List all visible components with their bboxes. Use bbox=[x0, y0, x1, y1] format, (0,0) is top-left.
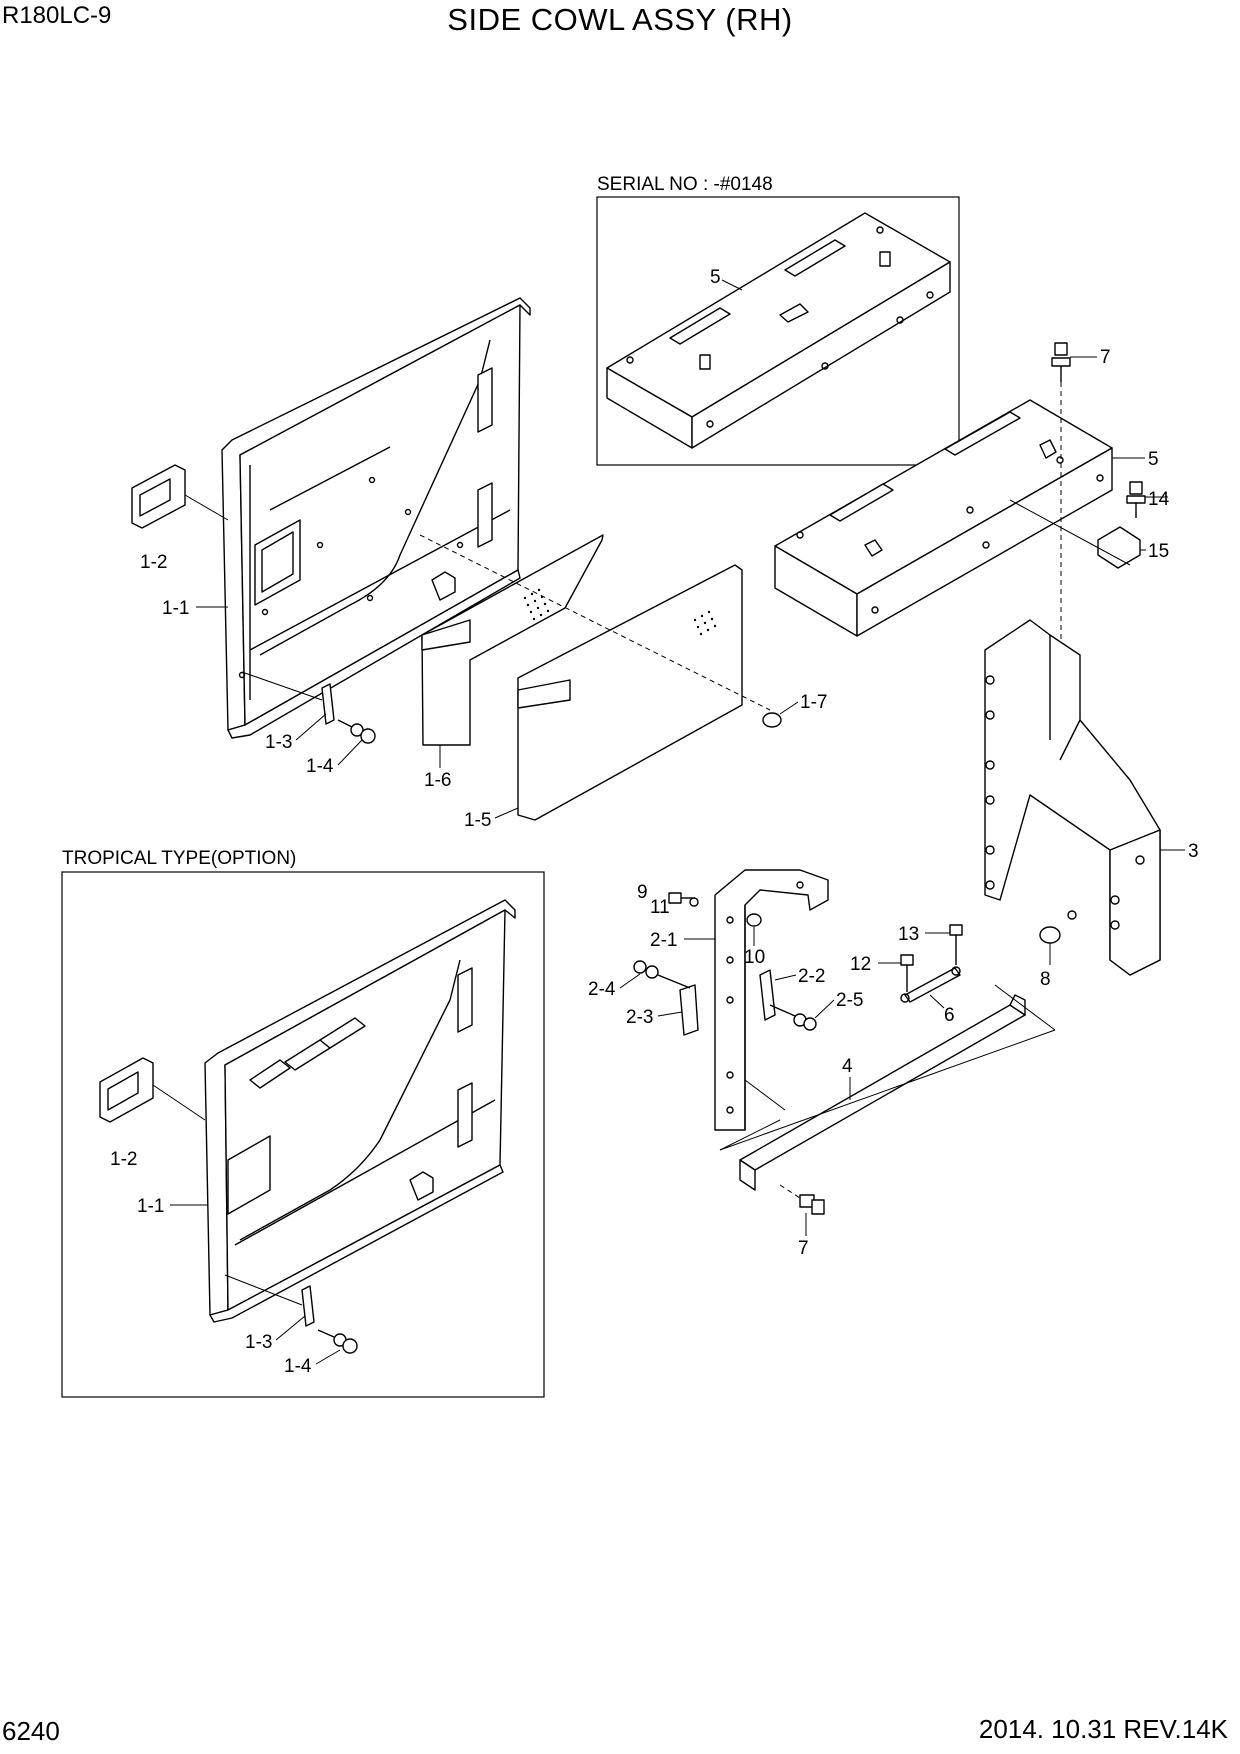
serial-variant-box: SERIAL NO : -#0148 bbox=[596, 174, 960, 466]
bolt-13 bbox=[949, 924, 963, 965]
callout-12: 12 bbox=[850, 954, 871, 975]
callout-3: 3 bbox=[1188, 841, 1199, 862]
callout-1-2-tropical: 1-2 bbox=[110, 1149, 137, 1170]
callout-1-1: 1-1 bbox=[162, 598, 189, 619]
bolt-1-4-tropical bbox=[317, 1329, 358, 1354]
page-number: 6240 bbox=[2, 1716, 60, 1746]
tropical-box-title: TROPICAL TYPE(OPTION) bbox=[62, 848, 296, 869]
tropical-variant-box: TROPICAL TYPE(OPTION) bbox=[61, 848, 545, 1398]
washer-11 bbox=[689, 897, 699, 907]
bracket-2-3 bbox=[679, 984, 699, 1036]
revision-date: 2014. 10.31 REV.14K bbox=[978, 1714, 1228, 1744]
callout-1-4: 1-4 bbox=[306, 756, 334, 777]
serial-box-title: SERIAL NO : -#0148 bbox=[597, 174, 773, 195]
callout-14: 14 bbox=[1148, 489, 1170, 510]
bolt-7-top bbox=[1051, 342, 1071, 645]
callout-13: 13 bbox=[898, 924, 919, 945]
stay-6 bbox=[900, 966, 961, 1003]
callout-8: 8 bbox=[1040, 969, 1051, 990]
upright-3 bbox=[984, 619, 1161, 976]
callout-5: 5 bbox=[1148, 449, 1159, 470]
callout-4: 4 bbox=[842, 1056, 853, 1077]
callout-2-2: 2-2 bbox=[798, 966, 825, 987]
callout-1-4-tropical: 1-4 bbox=[284, 1356, 312, 1377]
callout-1-1-tropical: 1-1 bbox=[137, 1196, 164, 1217]
bracket-2-1 bbox=[714, 869, 829, 1131]
callout-1-6: 1-6 bbox=[424, 770, 451, 791]
callout-15: 15 bbox=[1148, 541, 1169, 562]
callout-1-7: 1-7 bbox=[800, 692, 827, 713]
callout-9: 9 bbox=[637, 882, 648, 903]
callout-2-4: 2-4 bbox=[588, 979, 616, 1000]
callouts: 5 7 5 14 15 1-2 1-1 1-3 1-4 1-6 1-5 1-7 … bbox=[110, 267, 1199, 1377]
callout-7-bottom: 7 bbox=[798, 1238, 809, 1259]
bracket-5 bbox=[774, 399, 1113, 637]
callout-5-serial: 5 bbox=[710, 267, 721, 288]
bolt-2-4 bbox=[633, 960, 691, 989]
bolt-1-4 bbox=[337, 719, 376, 744]
callout-1-3: 1-3 bbox=[265, 732, 292, 753]
callout-2-3: 2-3 bbox=[626, 1007, 653, 1028]
latch-1-3 bbox=[241, 671, 335, 725]
callout-10: 10 bbox=[744, 947, 765, 968]
grommet-10 bbox=[746, 913, 762, 927]
bolt-14 bbox=[1126, 481, 1146, 518]
door-1-1-tropical bbox=[204, 899, 516, 1323]
bolt-2-5 bbox=[769, 1004, 817, 1031]
plug-8 bbox=[1039, 926, 1061, 965]
bracket-2-2 bbox=[759, 969, 776, 1021]
bolt-9 bbox=[668, 892, 695, 904]
page-title: SIDE COWL ASSY (RH) bbox=[447, 2, 793, 37]
callout-2-1: 2-1 bbox=[650, 930, 677, 951]
bolt-7-bottom bbox=[779, 1184, 825, 1215]
clip-15 bbox=[1009, 499, 1141, 569]
bracket-5-serial bbox=[606, 212, 951, 449]
crossbar-4 bbox=[719, 984, 1056, 1191]
door-1-1 bbox=[221, 297, 531, 739]
callout-1-5: 1-5 bbox=[464, 810, 491, 831]
callout-1-3-tropical: 1-3 bbox=[245, 1332, 272, 1353]
model-label: R180LC-9 bbox=[2, 2, 112, 29]
callout-6: 6 bbox=[944, 1005, 955, 1026]
callout-11: 11 bbox=[650, 897, 670, 918]
panel-1-6 bbox=[421, 534, 604, 746]
callout-2-5: 2-5 bbox=[836, 990, 863, 1011]
lamp-1-2 bbox=[131, 464, 229, 529]
lamp-1-2-tropical bbox=[99, 1057, 206, 1123]
callout-1-2: 1-2 bbox=[140, 552, 167, 573]
bolt-12 bbox=[900, 954, 914, 992]
cap-1-7 bbox=[762, 712, 782, 728]
panel-1-5 bbox=[419, 534, 771, 821]
callout-7-top: 7 bbox=[1100, 347, 1111, 368]
